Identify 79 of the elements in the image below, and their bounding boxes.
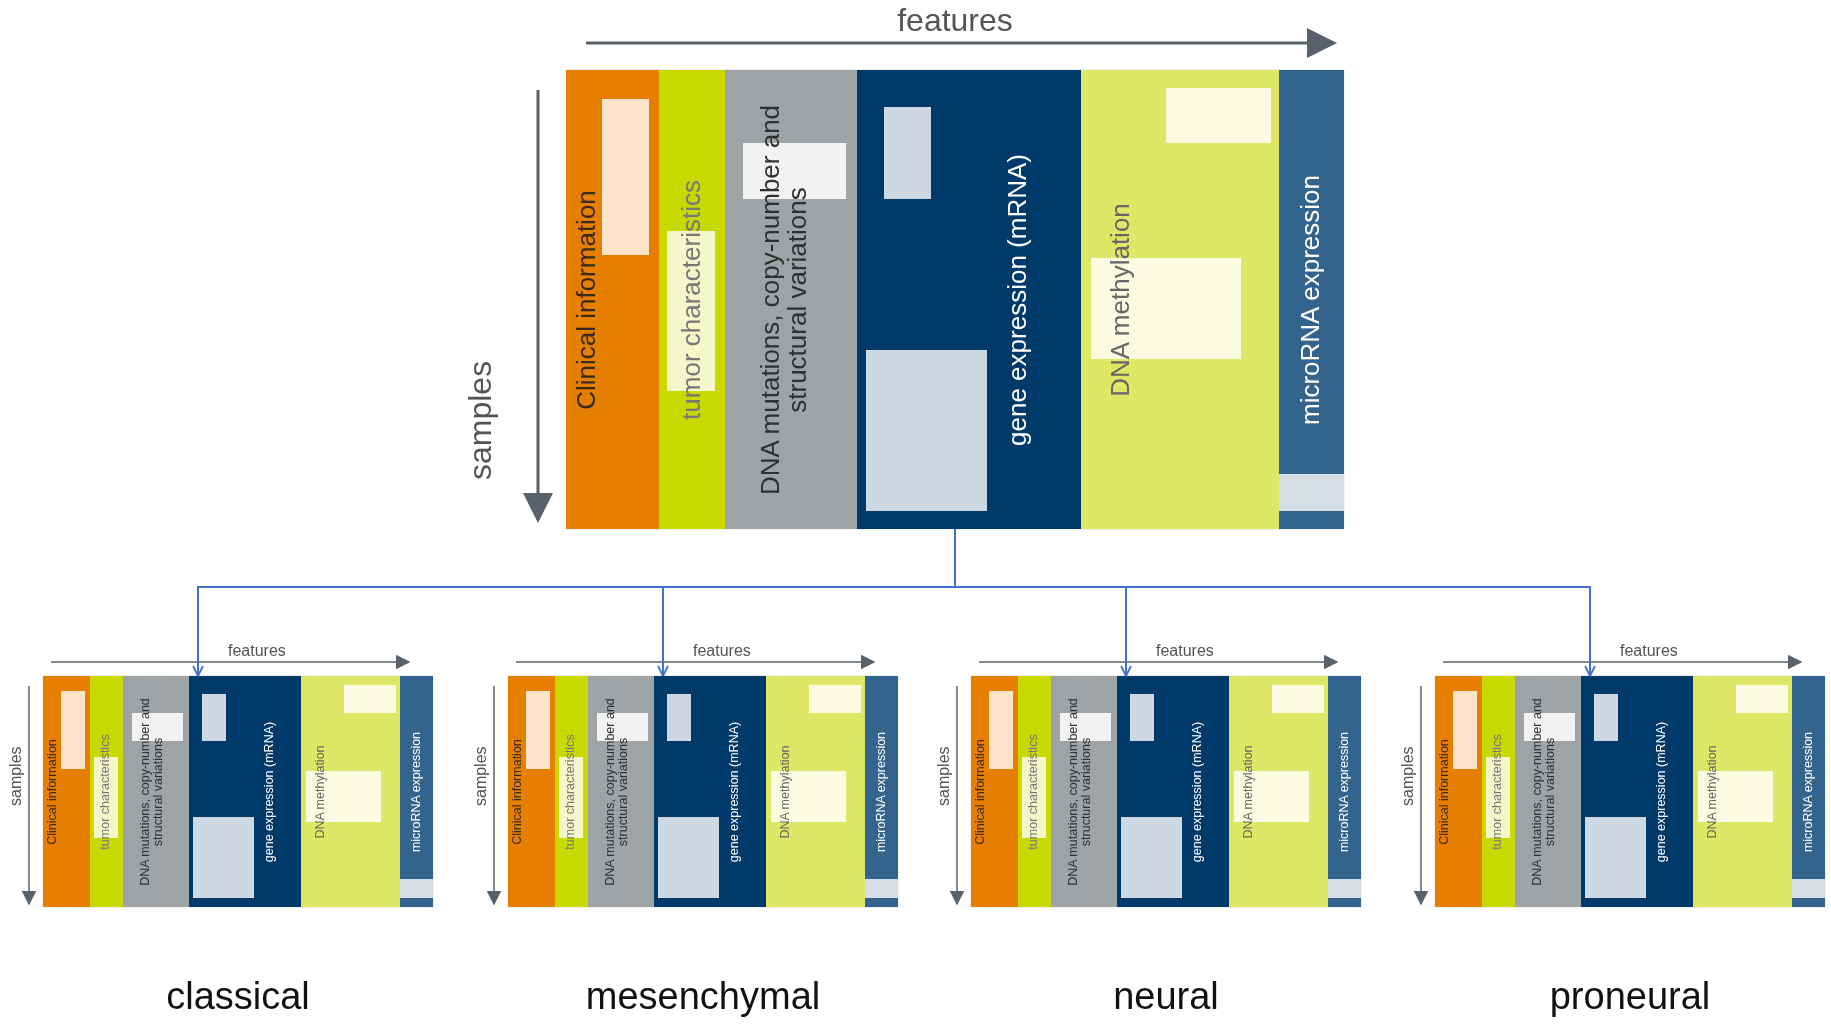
column-label: DNA mutations, copy-number and structural variations (604, 696, 631, 888)
column-label: gene expression (mRNA) (1004, 152, 1032, 448)
axis-label: samples (1399, 746, 1417, 806)
data-column (400, 676, 433, 907)
column-label: DNA methylation (1706, 743, 1720, 841)
caption-text: proneural (1548, 975, 1712, 1018)
data-column (587, 676, 654, 907)
column-label: gene expression (mRNA) (728, 720, 742, 864)
column-label: DNA mutations, copy-number and structural variations (1067, 696, 1094, 888)
column-label: gene expression (mRNA) (1655, 720, 1669, 864)
data-column (1435, 676, 1482, 907)
axis-label: features (1156, 642, 1214, 660)
column-label: Clinical information (46, 737, 60, 847)
axis-label: samples (472, 746, 490, 806)
data-column (1050, 676, 1117, 907)
column-label: microRNA expression (1297, 173, 1325, 427)
data-matrix (1435, 676, 1825, 907)
data-column (1116, 676, 1230, 907)
column-label: DNA mutations, copy-number and structural variations (756, 103, 812, 497)
data-column (554, 676, 588, 907)
axis-label: features (1620, 642, 1678, 660)
data-column (1278, 70, 1344, 529)
axis-label: features (228, 642, 286, 660)
data-matrix (971, 676, 1361, 907)
data-column (1481, 676, 1515, 907)
caption-text: mesenchymal (584, 975, 822, 1018)
data-column (1693, 676, 1793, 907)
axis-label: features (693, 642, 751, 660)
axis-label: samples (462, 360, 499, 480)
axis-label: features (896, 2, 1014, 39)
column-label: microRNA expression (875, 730, 889, 854)
column-label: microRNA expression (410, 730, 424, 854)
column-label: DNA mutations, copy-number and structural variations (139, 696, 166, 888)
axis-label: samples (935, 746, 953, 806)
data-column (659, 70, 725, 529)
column-label: tumor characteristics (678, 178, 706, 422)
data-column (1580, 676, 1694, 907)
data-column (508, 676, 555, 907)
column-label: tumor characteristics (1027, 732, 1041, 852)
data-column (1514, 676, 1581, 907)
data-column (1229, 676, 1329, 907)
data-column (43, 676, 90, 907)
data-column (1081, 70, 1279, 529)
data-column (653, 676, 767, 907)
column-label: DNA methylation (314, 743, 328, 841)
data-column (724, 70, 857, 529)
data-column (865, 676, 898, 907)
data-column (1792, 676, 1825, 907)
data-column (856, 70, 1082, 529)
column-label: tumor characteristics (564, 732, 578, 852)
caption-text: neural (1112, 975, 1220, 1018)
column-label: microRNA expression (1802, 730, 1816, 854)
caption-text: classical (165, 975, 311, 1018)
data-column (1328, 676, 1361, 907)
column-label: Clinical information (974, 737, 988, 847)
column-label: DNA methylation (1107, 201, 1135, 399)
column-label: DNA mutations, copy-number and structural variations (1531, 696, 1558, 888)
column-label: DNA methylation (779, 743, 793, 841)
data-column (766, 676, 866, 907)
column-label: gene expression (mRNA) (263, 720, 277, 864)
data-column (122, 676, 189, 907)
column-label: DNA methylation (1242, 743, 1256, 841)
data-column (188, 676, 302, 907)
column-label: tumor characteristics (99, 732, 113, 852)
data-matrix (566, 70, 1344, 529)
column-label: Clinical information (1438, 737, 1452, 847)
column-label: Clinical information (572, 188, 601, 412)
data-column (971, 676, 1018, 907)
data-column (566, 70, 660, 529)
data-column (1017, 676, 1051, 907)
data-column (89, 676, 123, 907)
axis-label: samples (7, 746, 25, 806)
data-column (301, 676, 401, 907)
column-label: microRNA expression (1338, 730, 1352, 854)
column-label: gene expression (mRNA) (1191, 720, 1205, 864)
data-matrix (508, 676, 898, 907)
column-label: Clinical information (511, 737, 525, 847)
data-matrix (43, 676, 433, 907)
column-label: tumor characteristics (1491, 732, 1505, 852)
